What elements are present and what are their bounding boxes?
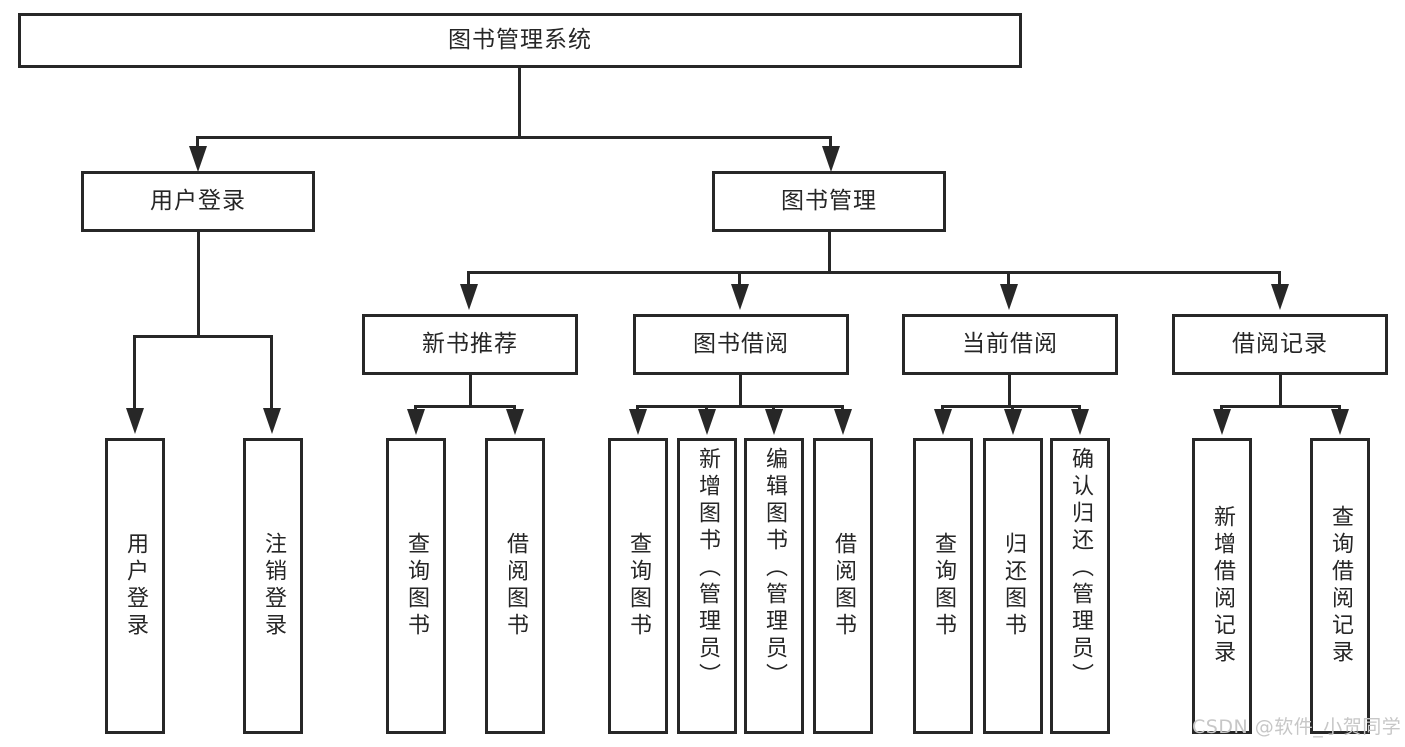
node-leaf-query-book-3-label: 查询图书 — [931, 532, 956, 640]
arrow-to-leaf-add-borrow-record — [1213, 409, 1231, 435]
node-leaf-query-book-1[interactable]: 查询图书 — [386, 438, 446, 734]
arrow-to-leaf-borrow-book-1 — [506, 409, 524, 435]
node-borrow-record[interactable]: 借阅记录 — [1172, 314, 1388, 375]
node-borrow-record-label: 借阅记录 — [1232, 330, 1328, 357]
node-leaf-add-book-admin[interactable]: 新增图书（管理员） — [677, 438, 737, 734]
node-user-login-label: 用户登录 — [150, 187, 246, 214]
node-leaf-user-login-label: 用户登录 — [123, 532, 148, 640]
node-leaf-confirm-return-admin[interactable]: 确认归还（管理员） — [1050, 438, 1110, 734]
node-root-system-label: 图书管理系统 — [448, 26, 592, 53]
edge-level3-drop-book-borrow — [738, 271, 741, 289]
edge-user-login-drop-2 — [270, 335, 273, 413]
node-leaf-add-borrow-record-label: 新增借阅记录 — [1210, 505, 1235, 667]
node-leaf-query-book-1-label: 查询图书 — [404, 532, 429, 640]
node-leaf-logout-login[interactable]: 注销登录 — [243, 438, 303, 734]
node-root-system[interactable]: 图书管理系统 — [18, 13, 1022, 68]
node-leaf-borrow-book-2-label: 借阅图书 — [831, 532, 856, 640]
edge-book-borrow-stem — [739, 375, 742, 407]
node-leaf-add-book-admin-label: 新增图书（管理员） — [695, 447, 720, 690]
edge-level3-drop-borrow-record — [1278, 271, 1281, 289]
node-leaf-return-book[interactable]: 归还图书 — [983, 438, 1043, 734]
arrow-to-leaf-borrow-book-2 — [834, 409, 852, 435]
arrow-to-leaf-return-book — [1004, 409, 1022, 435]
node-leaf-query-book-3[interactable]: 查询图书 — [913, 438, 973, 734]
node-leaf-borrow-book-1[interactable]: 借阅图书 — [485, 438, 545, 734]
arrow-to-leaf-query-book-3 — [934, 409, 952, 435]
node-leaf-confirm-return-admin-label: 确认归还（管理员） — [1068, 447, 1093, 690]
node-new-book-recommend[interactable]: 新书推荐 — [362, 314, 578, 375]
node-leaf-add-borrow-record[interactable]: 新增借阅记录 — [1192, 438, 1252, 734]
arrow-to-leaf-confirm-return-admin — [1071, 409, 1089, 435]
edge-borrow-record-bus — [1220, 405, 1341, 408]
arrow-to-leaf-add-book-admin — [698, 409, 716, 435]
arrow-to-current-borrow — [1000, 284, 1018, 310]
edge-new-book-recommend-bus — [414, 405, 515, 408]
arrow-to-borrow-record — [1271, 284, 1289, 310]
edge-new-book-recommend-stem — [469, 375, 472, 407]
node-leaf-query-borrow-record[interactable]: 查询借阅记录 — [1310, 438, 1370, 734]
arrow-to-leaf-query-book-2 — [629, 409, 647, 435]
edge-user-login-bus — [133, 335, 272, 338]
arrow-to-leaf-edit-book-admin — [765, 409, 783, 435]
edge-level2-drop-book-management — [829, 136, 832, 154]
node-leaf-query-book-2-label: 查询图书 — [626, 532, 651, 640]
node-user-login[interactable]: 用户登录 — [81, 171, 315, 232]
node-leaf-query-borrow-record-label: 查询借阅记录 — [1328, 505, 1353, 667]
arrow-to-new-book-recommend — [460, 284, 478, 310]
edge-level3-bus — [467, 271, 1281, 274]
node-leaf-borrow-book-2[interactable]: 借阅图书 — [813, 438, 873, 734]
node-leaf-edit-book-admin[interactable]: 编辑图书（管理员） — [744, 438, 804, 734]
edge-current-borrow-stem — [1008, 375, 1011, 407]
node-book-borrow[interactable]: 图书借阅 — [633, 314, 849, 375]
edge-book-management-stem — [828, 232, 831, 273]
arrow-to-leaf-logout-login — [263, 408, 281, 434]
node-leaf-return-book-label: 归还图书 — [1001, 532, 1026, 640]
arrow-to-user-login — [189, 146, 207, 172]
edge-level2-drop-user-login — [196, 136, 199, 154]
arrow-to-leaf-user-login — [126, 408, 144, 434]
node-book-management[interactable]: 图书管理 — [712, 171, 946, 232]
arrow-to-leaf-query-book-1 — [407, 409, 425, 435]
node-leaf-query-book-2[interactable]: 查询图书 — [608, 438, 668, 734]
arrow-to-leaf-query-borrow-record — [1331, 409, 1349, 435]
arrow-to-book-management — [822, 146, 840, 172]
node-leaf-edit-book-admin-label: 编辑图书（管理员） — [762, 447, 787, 690]
edge-level2-bus — [196, 136, 832, 139]
csdn-watermark: CSDN @软件_小贺同学 — [1192, 716, 1402, 738]
edge-user-login-stem — [197, 232, 200, 337]
node-current-borrow[interactable]: 当前借阅 — [902, 314, 1118, 375]
edge-user-login-drop-1 — [133, 335, 136, 413]
node-current-borrow-label: 当前借阅 — [962, 330, 1058, 357]
edge-root-stem — [518, 68, 521, 136]
edge-book-borrow-bus — [636, 405, 844, 408]
node-book-borrow-label: 图书借阅 — [693, 330, 789, 357]
edge-level3-drop-new-book-recommend — [467, 271, 470, 289]
node-leaf-user-login[interactable]: 用户登录 — [105, 438, 165, 734]
edge-borrow-record-stem — [1279, 375, 1282, 407]
node-leaf-logout-login-label: 注销登录 — [261, 532, 286, 640]
node-book-management-label: 图书管理 — [781, 187, 877, 214]
arrow-to-book-borrow — [731, 284, 749, 310]
node-leaf-borrow-book-1-label: 借阅图书 — [503, 532, 528, 640]
edge-level3-drop-current-borrow — [1007, 271, 1010, 289]
node-new-book-recommend-label: 新书推荐 — [422, 330, 518, 357]
